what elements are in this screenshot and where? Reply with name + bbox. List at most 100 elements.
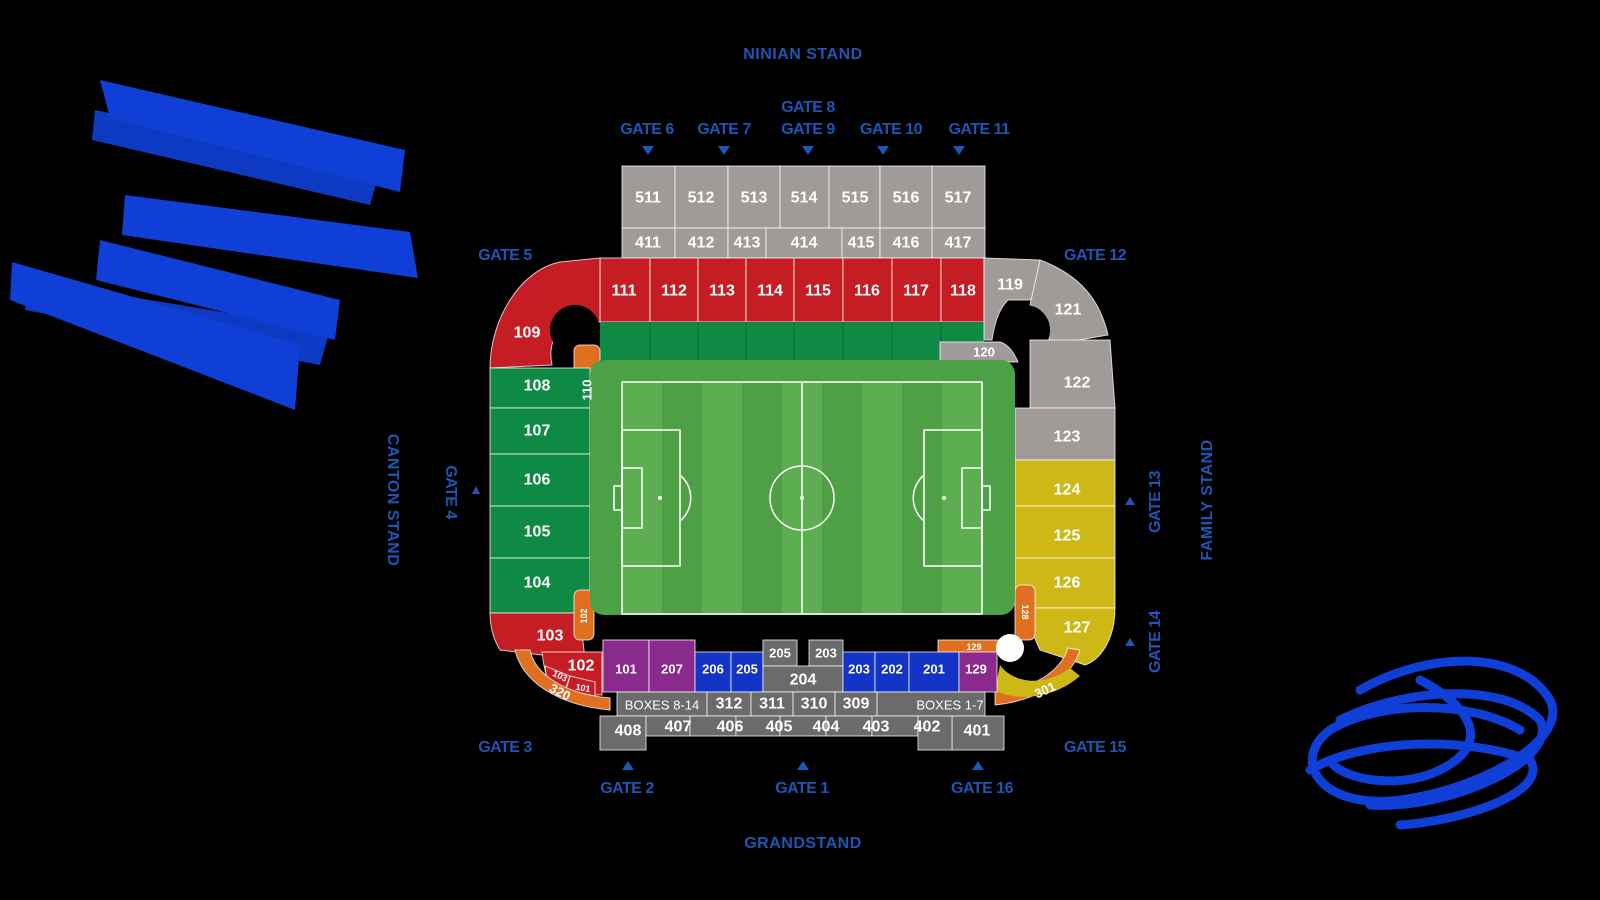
label-120: 120 — [973, 345, 995, 360]
section-104[interactable] — [489, 557, 591, 614]
section-125[interactable] — [1014, 505, 1116, 559]
section-112[interactable] — [649, 257, 699, 323]
label-101-small: 101 — [575, 682, 592, 694]
section-106[interactable] — [489, 453, 591, 507]
label-517: 517 — [945, 190, 972, 207]
section-309[interactable] — [834, 691, 878, 717]
section-101[interactable] — [602, 639, 650, 693]
label-118: 118 — [950, 283, 976, 300]
section-312[interactable] — [706, 691, 752, 717]
label-512: 512 — [688, 190, 715, 207]
section-513[interactable] — [727, 165, 781, 229]
label-102-small: 102 — [579, 608, 589, 623]
section-124[interactable] — [1014, 459, 1116, 507]
gate-13-label: GATE 13 — [1147, 470, 1164, 533]
gate-8-label: GATE 8 — [781, 99, 835, 116]
label-107: 107 — [524, 423, 551, 440]
section-107[interactable] — [489, 407, 591, 455]
grandstand — [599, 639, 1005, 751]
section-207[interactable] — [648, 639, 696, 693]
section-118[interactable] — [940, 257, 985, 323]
section-128[interactable] — [1014, 584, 1036, 641]
label-112: 112 — [661, 283, 687, 300]
label-406: 406 — [717, 719, 744, 736]
label-415: 415 — [848, 235, 875, 252]
section-402-extension — [917, 715, 953, 751]
section-512[interactable] — [674, 165, 729, 229]
label-125: 125 — [1054, 528, 1081, 545]
stand-label-north: NINIAN STAND — [743, 46, 862, 63]
label-124: 124 — [1054, 482, 1081, 499]
section-413[interactable] — [727, 227, 767, 259]
section-129[interactable] — [958, 651, 998, 693]
section-204[interactable] — [762, 665, 844, 693]
label-417: 417 — [945, 235, 972, 252]
section-203[interactable] — [842, 651, 876, 693]
section-417[interactable] — [931, 227, 986, 259]
section-113[interactable] — [697, 257, 747, 323]
section-123[interactable] — [1014, 407, 1116, 461]
label-408: 408 — [615, 723, 642, 740]
section-115[interactable] — [793, 257, 844, 323]
gate-6-arrow-icon — [642, 146, 654, 155]
section-102-small[interactable] — [573, 589, 595, 641]
label-129: 129 — [965, 662, 987, 677]
section-415[interactable] — [841, 227, 881, 259]
corner-void-nw — [550, 305, 600, 355]
label-102: 102 — [568, 658, 595, 675]
label-103: 103 — [537, 628, 564, 645]
label-101: 101 — [615, 662, 637, 677]
canton-stand — [489, 257, 611, 711]
section-511[interactable] — [621, 165, 676, 229]
boxes-1-7[interactable] — [876, 691, 986, 717]
section-117[interactable] — [891, 257, 942, 323]
label-203-upper: 203 — [815, 646, 837, 661]
label-110: 110 — [580, 380, 595, 401]
section-202[interactable] — [874, 651, 910, 693]
label-404: 404 — [813, 719, 840, 736]
gate-12-label: GATE 12 — [1064, 247, 1127, 264]
section-310[interactable] — [792, 691, 836, 717]
label-122: 122 — [1064, 375, 1091, 392]
label-116: 116 — [854, 283, 880, 300]
label-515: 515 — [842, 190, 869, 207]
label-402: 402 — [914, 719, 941, 736]
section-108[interactable] — [489, 367, 591, 409]
stand-label-south: GRANDSTAND — [744, 835, 862, 852]
gate-3-label: GATE 3 — [478, 739, 532, 756]
brush-stroke-decoration-left — [10, 80, 418, 410]
gate-16-arrow-icon — [972, 761, 984, 770]
label-114: 114 — [757, 283, 783, 300]
label-312: 312 — [716, 696, 743, 713]
section-203-upper[interactable] — [808, 639, 844, 667]
label-128: 128 — [1020, 604, 1030, 619]
label-401: 401 — [964, 723, 991, 740]
label-206: 206 — [702, 662, 724, 677]
section-320[interactable] — [514, 649, 611, 711]
stand-label-east: FAMILY STAND — [1199, 439, 1216, 560]
gate-14-arrow-icon — [1125, 638, 1135, 646]
brush-scribble-decoration-right — [1305, 656, 1558, 830]
label-207: 207 — [661, 662, 683, 677]
gate-5-label: GATE 5 — [478, 247, 532, 264]
boxes-8-14[interactable] — [616, 691, 708, 717]
section-116[interactable] — [842, 257, 893, 323]
gate-10-label: GATE 10 — [860, 121, 923, 138]
gate-1-arrow-icon — [797, 761, 809, 770]
stand-label-west: CANTON STAND — [384, 434, 401, 567]
gate-8-9-arrow-icon — [802, 146, 814, 155]
section-206[interactable] — [694, 651, 732, 693]
section-120[interactable] — [939, 341, 1019, 363]
section-114[interactable] — [745, 257, 795, 323]
label-205: 205 — [736, 662, 758, 677]
gate-10-arrow-icon — [877, 146, 889, 155]
section-205-upper[interactable] — [762, 639, 798, 667]
label-127: 127 — [1064, 620, 1091, 637]
section-411[interactable] — [621, 227, 676, 259]
section-516[interactable] — [879, 165, 933, 229]
label-129-orange: 129 — [966, 642, 981, 652]
section-408[interactable] — [599, 715, 647, 751]
gate-9-label: GATE 9 — [781, 121, 835, 138]
label-126: 126 — [1054, 575, 1081, 592]
section-401[interactable] — [951, 715, 1005, 751]
